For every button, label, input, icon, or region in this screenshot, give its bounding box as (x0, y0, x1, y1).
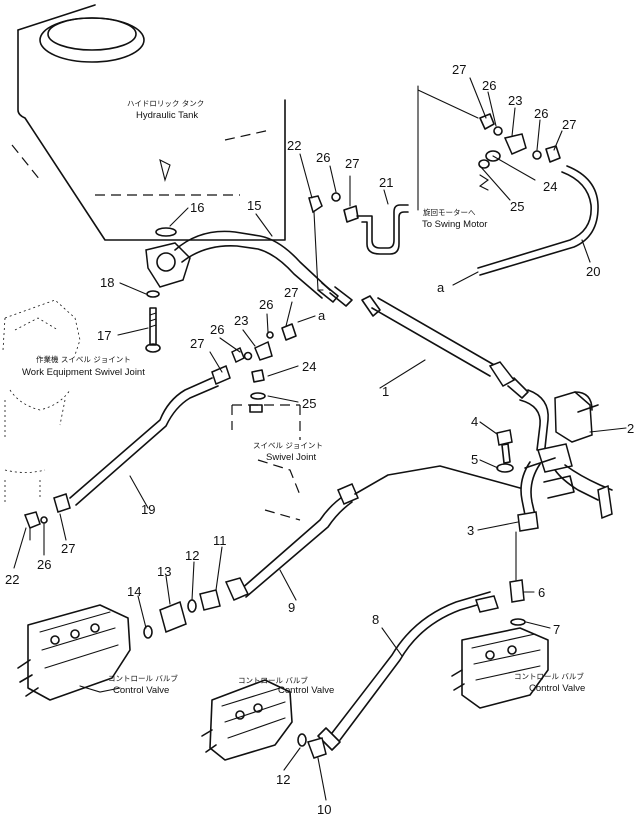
elbow-22-bottom (24, 511, 48, 541)
part-label-15: 15 (247, 198, 261, 213)
bolt-4 (496, 429, 514, 473)
work-swivel-joint (2, 299, 81, 505)
part-label-2: 2 (627, 421, 634, 436)
control-valve-right-label: Control Valve (529, 683, 585, 694)
part-label-27: 27 (562, 117, 576, 132)
block-2 (517, 389, 613, 532)
control-valve-right-label-jp: コントロール バルブ (514, 671, 584, 681)
control-valve-center-label-jp: コントロール バルブ (238, 675, 308, 685)
part-label-20: 20 (586, 264, 600, 279)
leader-lines (13, 77, 627, 801)
part-label-7: 7 (553, 622, 560, 637)
swing-motor-label: To Swing Motor (422, 219, 487, 230)
hose-19 (53, 364, 231, 513)
part-label-25: 25 (302, 396, 316, 411)
fittings-11-14 (143, 589, 221, 639)
fitting-12-10-bottom (297, 733, 327, 759)
part-label-26: 26 (482, 78, 496, 93)
part-label-26: 26 (534, 106, 548, 121)
part-label-14: 14 (127, 584, 141, 599)
control-valve-left-label-jp: コントロール バルブ (108, 673, 178, 683)
part-label-8: 8 (372, 612, 379, 627)
swivel-joint-label: Swivel Joint (266, 452, 317, 463)
hydraulic-tank-label: Hydraulic Tank (136, 110, 198, 121)
part-label-24: 24 (543, 179, 557, 194)
part-label-3: 3 (467, 523, 474, 538)
part-label-26: 26 (210, 322, 224, 337)
swivel-joint-label-jp: スイベル ジョイント (253, 441, 323, 450)
part-label-12: 12 (185, 548, 199, 563)
part-label-27: 27 (61, 541, 75, 556)
part-label-1: 1 (382, 384, 389, 399)
pipe-21 (356, 204, 409, 255)
swivel-fittings (231, 323, 297, 400)
part-label-10: 10 (317, 802, 331, 817)
hose-8 (317, 591, 499, 751)
part-label-23: 23 (234, 313, 248, 328)
part-label-19: 19 (141, 502, 155, 517)
part-label-24: 24 (302, 359, 316, 374)
part-label-17: 17 (97, 328, 111, 343)
part-label-16: 16 (190, 200, 204, 215)
part-label-25: 25 (510, 199, 524, 214)
fitting-6 (509, 531, 526, 626)
control-valve-right (451, 627, 549, 709)
swivel-joint-body (231, 404, 301, 521)
control-valve-center (201, 679, 293, 761)
ref-a-top: a (437, 280, 445, 295)
control-valve-left-label: Control Valve (113, 685, 169, 696)
part-label-26: 26 (316, 150, 330, 165)
part-label-26: 26 (37, 557, 51, 572)
part-label-4: 4 (471, 414, 478, 429)
part-label-26: 26 (259, 297, 273, 312)
work-swivel-label: Work Equipment Swivel Joint (22, 367, 145, 378)
part-label-12: 12 (276, 772, 290, 787)
hydraulic-tank-label-jp: ハイドロリック タンク (127, 99, 204, 108)
part-label-5: 5 (471, 452, 478, 467)
part-label-23: 23 (508, 93, 522, 108)
part-label-22: 22 (5, 572, 19, 587)
work-swivel-label-jp: 作業機 スイベル ジョイント (36, 354, 131, 364)
part-label-27: 27 (452, 62, 466, 77)
part-number-labels: 27 26 23 26 27 24 25 20 21 26 27 22 15 1… (5, 62, 634, 817)
swing-motor-fittings (417, 85, 561, 211)
bolt-17 (145, 290, 161, 353)
part-label-9: 9 (288, 600, 295, 615)
part-label-18: 18 (100, 275, 114, 290)
swing-motor-label-jp: 旋回モーターへ (423, 207, 476, 217)
part-label-6: 6 (538, 585, 545, 600)
part-label-27: 27 (190, 336, 204, 351)
part-label-11: 11 (213, 533, 227, 548)
hydraulic-tank (11, 4, 286, 241)
part-label-21: 21 (379, 175, 393, 190)
ref-a-leader-top (452, 271, 479, 286)
ref-a-leader-mid (297, 315, 316, 323)
hose-1 (361, 295, 529, 399)
part-label-22: 22 (287, 138, 301, 153)
control-valve-center-label: Control Valve (278, 685, 334, 696)
part-label-13: 13 (157, 564, 171, 579)
suction-flange (145, 227, 191, 288)
elbow-22-top (308, 192, 359, 291)
ref-a-mid: a (318, 308, 326, 323)
part-label-27: 27 (345, 156, 359, 171)
hose-9 (224, 465, 521, 601)
hose-20 (477, 165, 599, 276)
control-valve-left (17, 604, 131, 701)
pipe-15 (174, 230, 353, 307)
part-label-27: 27 (284, 285, 298, 300)
